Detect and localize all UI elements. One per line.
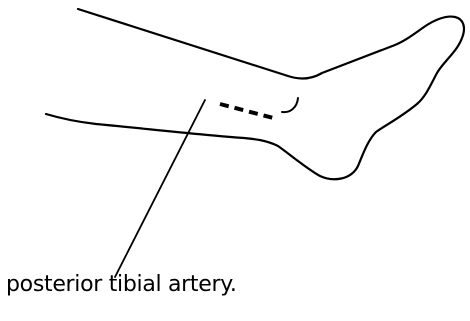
- leg-upper-outline: [46, 9, 464, 179]
- artery-dash-marker: [220, 104, 277, 119]
- malleolus-curve: [282, 98, 298, 112]
- caption-label: posterior tibial artery.: [6, 270, 237, 300]
